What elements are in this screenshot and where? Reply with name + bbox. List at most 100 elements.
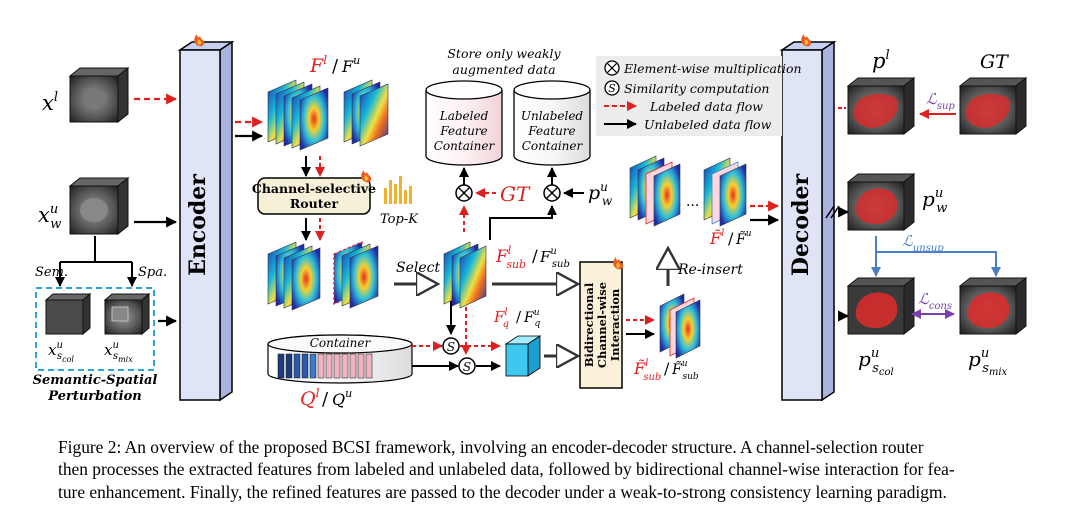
legend-labeled-flow-text: Labeled data flow bbox=[649, 99, 763, 114]
flame-icon bbox=[801, 34, 812, 47]
caption-line-1: Figure 2: An overview of the proposed BC… bbox=[58, 437, 924, 457]
labeled-feature-container bbox=[425, 80, 503, 166]
sub-to-unlabeled-mult-arrow bbox=[489, 205, 557, 240]
caption-line-3: ture enhancement. Finally, the refined f… bbox=[58, 481, 947, 502]
topk-label: Top-K bbox=[380, 212, 419, 227]
gt-label-storage: GT bbox=[500, 182, 531, 206]
legend-mult-icon bbox=[604, 60, 620, 76]
unlabeled-container-line1: Unlabeled bbox=[521, 109, 584, 123]
spa-label: Spa. bbox=[138, 265, 167, 280]
channel-selective-router bbox=[257, 177, 371, 215]
encoder-label: Encoder bbox=[185, 174, 211, 276]
output-pl-image bbox=[846, 76, 916, 136]
select-label: Select bbox=[396, 260, 440, 276]
interaction-label-line3: Interaction bbox=[608, 288, 622, 361]
selected-feature-stack-1 bbox=[267, 241, 321, 311]
Q-labeled-label: Ql bbox=[300, 386, 320, 410]
output-pcol-image bbox=[846, 276, 916, 336]
input-image-labeled bbox=[68, 66, 130, 124]
router-label-line1: Channel-selective bbox=[252, 181, 376, 196]
feature-map-stack-unlabeled bbox=[343, 79, 389, 147]
reinsert-label: Re-insert bbox=[677, 262, 743, 278]
legend-unlabeled-flow-text: Unlabeled data flow bbox=[644, 117, 772, 132]
bidirectional-interaction-block bbox=[579, 261, 623, 389]
stop-gradient-mark-2 bbox=[830, 205, 840, 219]
svg-text:S: S bbox=[608, 82, 616, 95]
selected-feature-stack-2 bbox=[333, 241, 379, 309]
flame-icon bbox=[361, 170, 372, 183]
unlabeled-container-line2: Feature bbox=[527, 124, 575, 138]
perturbation-branch bbox=[55, 236, 137, 287]
labeled-container-line3: Container bbox=[434, 139, 496, 153]
reinserted-dots: ... bbox=[686, 194, 699, 210]
input-image-weak bbox=[68, 176, 130, 236]
unlabeled-feature-container bbox=[513, 80, 591, 166]
gt-output-label: GT bbox=[980, 51, 1009, 73]
legend-sim-icon: S bbox=[604, 80, 620, 96]
Ft-slash: / bbox=[728, 229, 734, 248]
sub-feature-stack bbox=[443, 241, 487, 309]
decoder-label: Decoder bbox=[788, 174, 814, 277]
topk-bar-icon bbox=[384, 176, 412, 204]
decoder-block: Decoder bbox=[779, 34, 837, 402]
perturbation-label-line1: Semantic-Spatial bbox=[33, 373, 158, 388]
reinserted-feature-stack bbox=[629, 155, 747, 227]
svg-text:S: S bbox=[447, 340, 455, 354]
Ftsub-slash: / bbox=[664, 359, 670, 378]
figure-caption: Figure 2: An overview of the proposed BC… bbox=[58, 436, 1038, 503]
input-image-mix bbox=[103, 292, 151, 336]
fq-feature-cuboid bbox=[504, 335, 542, 377]
unsup-loss-label: ℒunsup bbox=[902, 232, 944, 254]
Fq-slash: / bbox=[516, 308, 522, 326]
Q-slash: / bbox=[322, 389, 329, 410]
flame-icon bbox=[194, 34, 205, 47]
perturbation-label-line2: Perturbation bbox=[47, 389, 141, 404]
mult-symbol-unlabeled bbox=[543, 184, 561, 202]
output-pw-image bbox=[846, 172, 916, 232]
interaction-label-line1: Bidirectional bbox=[582, 282, 596, 367]
interaction-label-line2: Channel-wise bbox=[595, 282, 609, 368]
unsup-loss-to-mix-arrow bbox=[875, 236, 1001, 277]
storage-note-line1: Store only weakly bbox=[447, 46, 561, 61]
output-pmix-image bbox=[958, 276, 1028, 336]
Fsub-slash: / bbox=[532, 247, 538, 267]
router-label-line2: Router bbox=[290, 196, 339, 211]
pl-label: pl bbox=[872, 48, 890, 73]
sup-loss-label: ℒsup bbox=[926, 90, 955, 112]
queue-blocks bbox=[277, 353, 373, 379]
svg-text:S: S bbox=[463, 360, 471, 374]
feature-map-stack-labeled bbox=[267, 79, 329, 151]
unlabeled-container-line3: Container bbox=[522, 139, 584, 153]
container-label: Container bbox=[310, 336, 372, 350]
stop-gradient-mark-1 bbox=[825, 205, 835, 219]
flame-icon bbox=[613, 257, 624, 270]
output-gt-image bbox=[958, 76, 1028, 136]
F-labeled-label: Fl bbox=[309, 53, 327, 77]
similarity-symbol-unlabeled: S bbox=[458, 357, 476, 375]
F-slash: / bbox=[332, 56, 339, 77]
x-labeled-label: xl bbox=[42, 90, 58, 115]
Ft-labeled-label: F̃l bbox=[709, 228, 724, 248]
similarity-symbol-labeled: S bbox=[442, 337, 460, 355]
labeled-container-line2: Feature bbox=[439, 124, 487, 138]
storage-note-line2: augmented data bbox=[452, 62, 555, 77]
mult-symbol-labeled bbox=[455, 184, 473, 202]
input-image-col bbox=[44, 292, 92, 336]
F-unlabeled-label: Fu bbox=[341, 54, 360, 76]
Ft-unlabeled-label: F̃u bbox=[735, 229, 752, 248]
Q-unlabeled-label: Qu bbox=[332, 387, 352, 409]
